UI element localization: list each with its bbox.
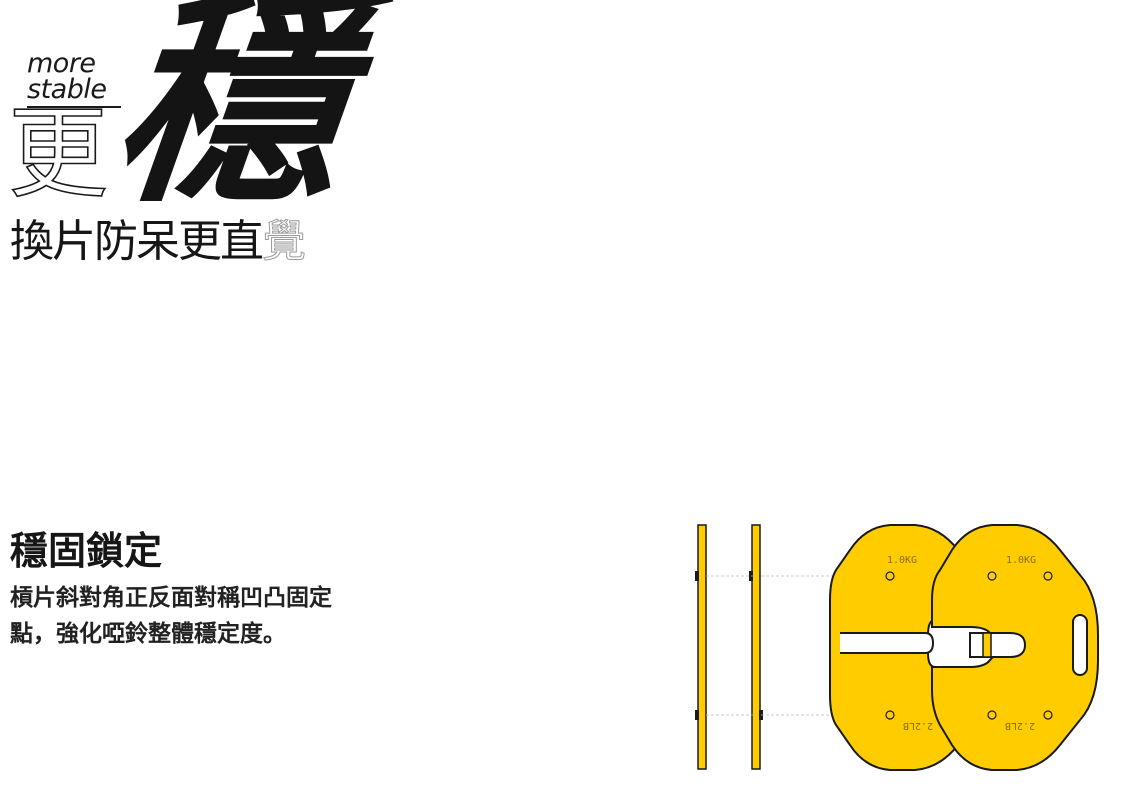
feature-description: 槓片斜對角正反面對稱凹凸固定 點，強化啞鈴整體穩定度。 (10, 580, 400, 652)
plate-back-bottom-label: 2.2LB (903, 720, 933, 731)
english-tagline-line-1: more (27, 48, 96, 79)
plate-side-view-right (749, 524, 763, 770)
feature-description-line-1: 槓片斜對角正反面對稱凹凸固定 (10, 585, 332, 611)
hero-subtitle-main: 換片防呆更直 (10, 216, 264, 267)
feature-description-line-2: 點，強化啞鈴整體穩定度。 (10, 621, 286, 647)
weight-plates-illustration: 1.0KG 2.2LB 1.0KG 2.2LB (695, 524, 1099, 771)
weight-plate-front: 1.0KG 2.2LB (931, 524, 1099, 771)
bold-character-wen: 穩 (104, 0, 360, 233)
hero-subtitle-tail: 覺 (262, 216, 307, 268)
feature-title: 穩固鎖定 (10, 529, 163, 573)
plate-back-top-label: 1.0KG (887, 555, 917, 566)
plate-front-top-label: 1.0KG (1006, 555, 1036, 566)
tagline-divider (27, 106, 121, 108)
hero-heading: more stable 更 穩 換片防呆更直覺 (0, 0, 360, 280)
hero-subtitle: 換片防呆更直覺 (10, 216, 307, 268)
outline-character-geng: 更 (7, 95, 109, 212)
english-tagline-line-2: stable (27, 74, 107, 105)
plate-side-view-left (695, 524, 707, 770)
plate-front-bottom-label: 2.2LB (1005, 720, 1035, 731)
